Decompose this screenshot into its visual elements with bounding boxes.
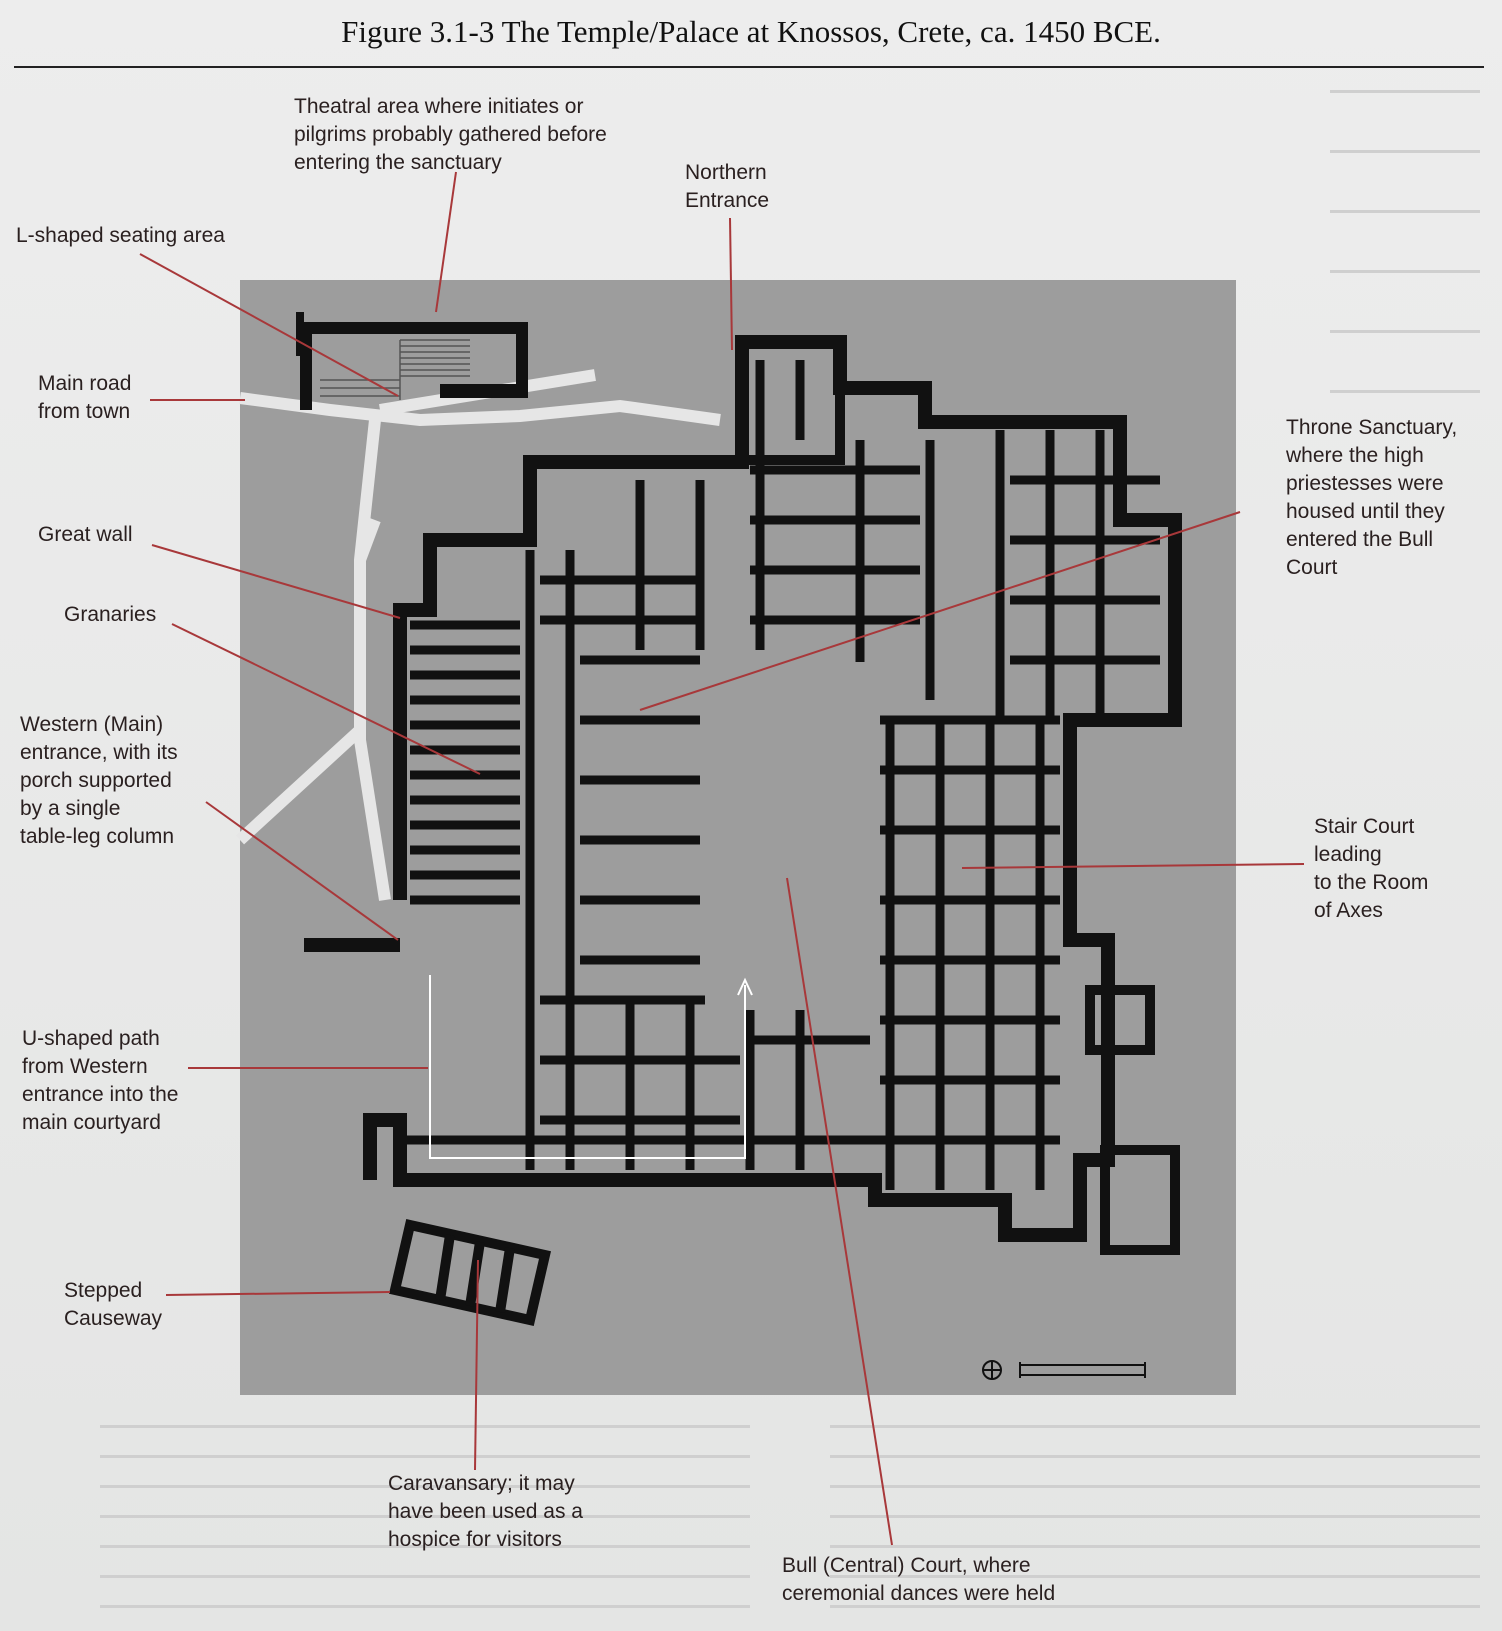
leader-caravansary <box>474 1259 479 1471</box>
leader-stair <box>961 863 1305 869</box>
label-great-wall: Great wall <box>38 523 133 546</box>
leader-theatral <box>435 171 457 313</box>
label-bull-court: Bull (Central) Court, where ceremonial d… <box>782 1554 1056 1605</box>
leader-lshaped <box>139 253 399 397</box>
leader-bull <box>786 877 893 1546</box>
label-u-shaped-path: U-shaped path from Western entrance into… <box>22 1027 179 1134</box>
leader-northern <box>729 217 733 351</box>
label-granaries: Granaries <box>64 603 157 626</box>
scale-bar <box>982 1360 1146 1380</box>
label-caravansary: Caravansary; it may have been used as a … <box>388 1472 583 1551</box>
u-path-arrow <box>429 975 753 1159</box>
southeast-extension <box>1085 985 1180 1255</box>
figure-title: Figure 3.1-3 The Temple/Palace at Knosso… <box>341 14 1161 49</box>
label-main-road: Main road from town <box>38 372 132 423</box>
northern-entrance-block <box>735 335 845 465</box>
label-theatral-area: Theatral area where initiates or pilgrim… <box>294 95 607 174</box>
label-northern-entrance: Northern Entrance <box>685 161 770 212</box>
leader-greatwall <box>151 544 401 619</box>
label-throne-sanctuary: Throne Sanctuary, where the high prieste… <box>1286 416 1458 579</box>
leader-stepped <box>165 1291 391 1296</box>
caravansary-building <box>388 1219 552 1326</box>
leader-lines <box>139 171 1305 1546</box>
label-stair-court: Stair Court leading to the Room of Axes <box>1314 815 1429 922</box>
title-rule <box>14 66 1484 68</box>
leader-granaries <box>171 623 481 775</box>
label-western-entrance: Western (Main) entrance, with its porch … <box>20 713 178 848</box>
palace-walls <box>304 335 1182 1242</box>
theatral-area <box>296 312 528 410</box>
leader-western <box>205 801 399 941</box>
label-stepped-causeway: Stepped Causeway <box>64 1279 163 1330</box>
leader-throne <box>639 511 1241 711</box>
label-l-shaped-seating: L-shaped seating area <box>16 224 225 247</box>
central-court <box>705 662 865 1010</box>
